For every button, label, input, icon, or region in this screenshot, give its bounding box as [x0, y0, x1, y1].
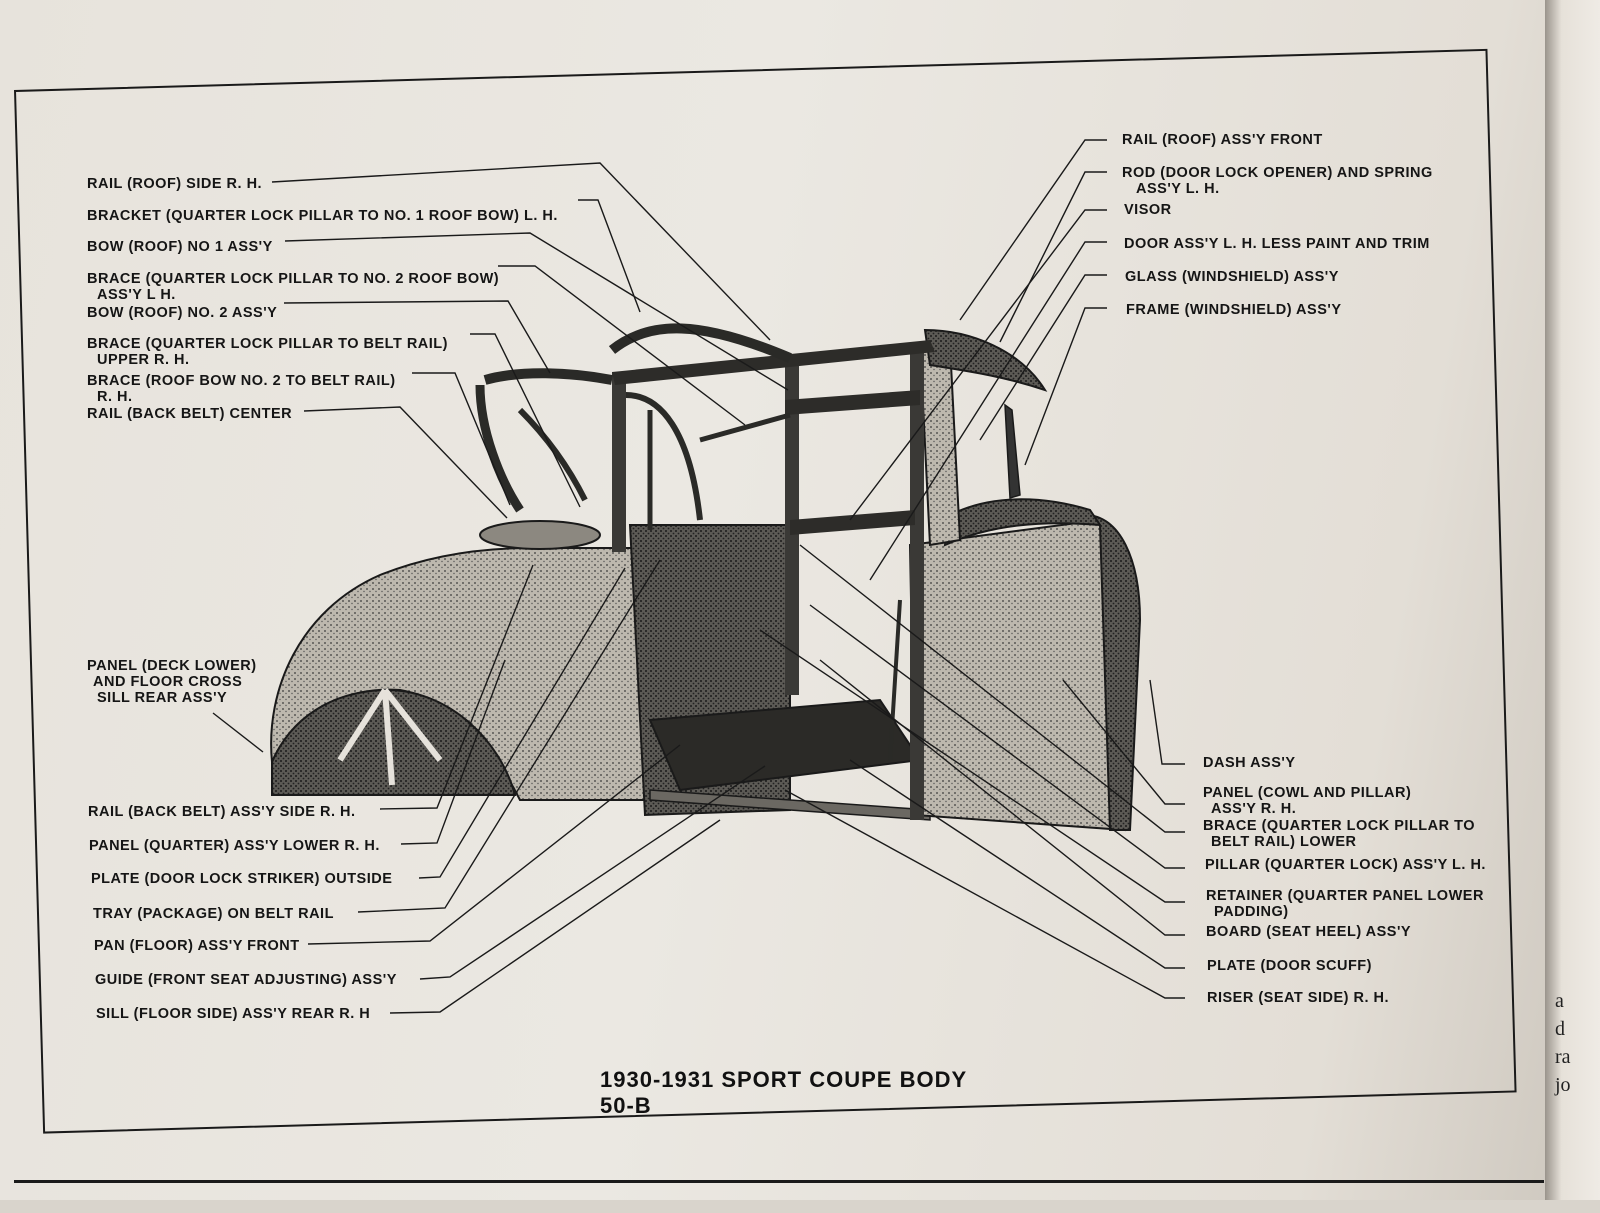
label-panel-deck-lower: PANEL (DECK LOWER) AND FLOOR CROSS SILL …	[87, 658, 257, 706]
next-figure-border	[14, 1180, 1544, 1213]
leader-line	[303, 406, 508, 519]
label-door-assy: DOOR ASS'Y L. H. LESS PAINT AND TRIM	[1124, 236, 1430, 252]
label-bow-roof-no1: BOW (ROOF) NO 1 ASS'Y	[87, 239, 273, 255]
leader-line	[357, 559, 661, 913]
dash-front	[1081, 513, 1142, 831]
label-guide-front-seat: GUIDE (FRONT SEAT ADJUSTING) ASS'Y	[95, 972, 397, 988]
diagonal-brace	[699, 412, 791, 443]
cowl-top	[943, 498, 1102, 547]
leader-line	[498, 265, 746, 426]
leader-line	[999, 171, 1107, 343]
leader-line	[470, 333, 581, 508]
roof-rear-bow	[475, 384, 524, 513]
wheel-brace	[337, 688, 443, 786]
facing-page-text: a	[1555, 990, 1564, 1012]
leader-line	[412, 372, 511, 506]
leader-line	[979, 274, 1107, 441]
leader-line	[849, 759, 1185, 969]
leader-line	[307, 744, 681, 945]
facing-page-edge: a d ra jo	[1545, 0, 1600, 1200]
label-panel-cowl: PANEL (COWL AND PILLAR) ASS'Y R. H.	[1203, 785, 1412, 817]
label-brace-quarter-belt: BRACE (QUARTER LOCK PILLAR TO BELT RAIL)…	[87, 336, 448, 368]
label-tray-package: TRAY (PACKAGE) ON BELT RAIL	[93, 906, 334, 922]
door-pillar-front	[910, 350, 924, 820]
visor-shape	[923, 328, 1048, 392]
door-top-rail	[785, 390, 920, 415]
label-brace-roof-bow: BRACE (ROOF BOW NO. 2 TO BELT RAIL) R. H…	[87, 373, 396, 405]
leader-line	[959, 139, 1107, 321]
leader-line	[379, 564, 534, 810]
label-rod-door-lock: ROD (DOOR LOCK OPENER) AND SPRING ASS'Y …	[1122, 165, 1433, 197]
label-riser-seat-side: RISER (SEAT SIDE) R. H.	[1207, 990, 1390, 1006]
inner-pillar-2	[888, 599, 902, 761]
label-sill-floor-side: SILL (FLOOR SIDE) ASS'Y REAR R. H	[96, 1006, 371, 1022]
leader-line	[419, 765, 766, 980]
leader-line	[849, 209, 1107, 521]
facing-page-text: ra	[1555, 1046, 1571, 1068]
leader-line	[1062, 679, 1185, 805]
label-frame-windshield: FRAME (WINDSHIELD) ASS'Y	[1126, 302, 1342, 318]
sill-floor	[649, 789, 931, 821]
label-rail-back-belt-side: RAIL (BACK BELT) ASS'Y SIDE R. H.	[88, 804, 356, 820]
leader-line	[283, 300, 551, 374]
label-pan-floor: PAN (FLOOR) ASS'Y FRONT	[94, 938, 300, 954]
leader-line	[284, 232, 789, 391]
leader-line	[212, 712, 264, 753]
facing-page-text: d	[1555, 1018, 1565, 1040]
label-brace-quarter-lower: BRACE (QUARTER LOCK PILLAR TO BELT RAIL)…	[1203, 818, 1476, 850]
leader-lines	[212, 139, 1185, 1014]
label-bow-roof-no2: BOW (ROOF) NO. 2 ASS'Y	[87, 305, 278, 321]
leader-line	[809, 604, 1185, 869]
leader-line	[759, 629, 1185, 903]
leader-line	[389, 819, 721, 1014]
label-retainer-quarter: RETAINER (QUARTER PANEL LOWER PADDING)	[1206, 888, 1484, 920]
label-bracket-quarter-lock: BRACKET (QUARTER LOCK PILLAR TO NO. 1 RO…	[87, 208, 558, 224]
leader-line	[799, 544, 1185, 833]
leader-line	[400, 659, 506, 845]
leader-line	[819, 659, 1185, 936]
leader-line	[784, 789, 1185, 999]
roof-front-rail	[612, 340, 935, 385]
label-brace-quarter-no2: BRACE (QUARTER LOCK PILLAR TO NO. 2 ROOF…	[87, 271, 500, 303]
leader-line	[1024, 307, 1107, 466]
rear-deck-rim	[479, 520, 601, 550]
leader-line	[418, 567, 626, 879]
roof-bow-1	[608, 323, 792, 363]
quarter-brace	[625, 392, 703, 521]
label-visor: VISOR	[1124, 202, 1172, 218]
label-rail-roof-side: RAIL (ROOF) SIDE R. H.	[87, 176, 263, 192]
facing-page-text: jo	[1555, 1074, 1571, 1096]
wheel-arch	[271, 688, 517, 796]
leader-line	[1149, 679, 1185, 765]
coupe-body-illustration	[270, 323, 1142, 832]
leader-line	[578, 199, 641, 313]
label-plate-door-scuff: PLATE (DOOR SCUFF)	[1207, 958, 1372, 974]
door-pillar-rear	[612, 372, 626, 552]
roof-brace	[517, 407, 588, 502]
figure-caption: 1930-1931 SPORT COUPE BODY 50-B	[600, 1067, 967, 1118]
label-board-seat-heel: BOARD (SEAT HEEL) ASS'Y	[1206, 924, 1412, 940]
label-panel-quarter: PANEL (QUARTER) ASS'Y LOWER R. H.	[89, 838, 380, 854]
label-glass-windshield: GLASS (WINDSHIELD) ASS'Y	[1125, 269, 1339, 285]
label-dash-assy: DASH ASS'Y	[1203, 755, 1296, 771]
label-rail-roof-front: RAIL (ROOF) ASS'Y FRONT	[1122, 132, 1323, 148]
leader-line	[869, 241, 1107, 581]
roof-bow-2	[483, 368, 613, 385]
label-rail-back-belt-center: RAIL (BACK BELT) CENTER	[87, 406, 293, 422]
windshield-frame	[1004, 403, 1021, 499]
label-pillar-quarter-lock: PILLAR (QUARTER LOCK) ASS'Y L. H.	[1205, 857, 1486, 873]
label-plate-door-lock: PLATE (DOOR LOCK STRIKER) OUTSIDE	[91, 871, 393, 887]
door-belt	[790, 510, 915, 535]
leader-line	[271, 162, 771, 341]
